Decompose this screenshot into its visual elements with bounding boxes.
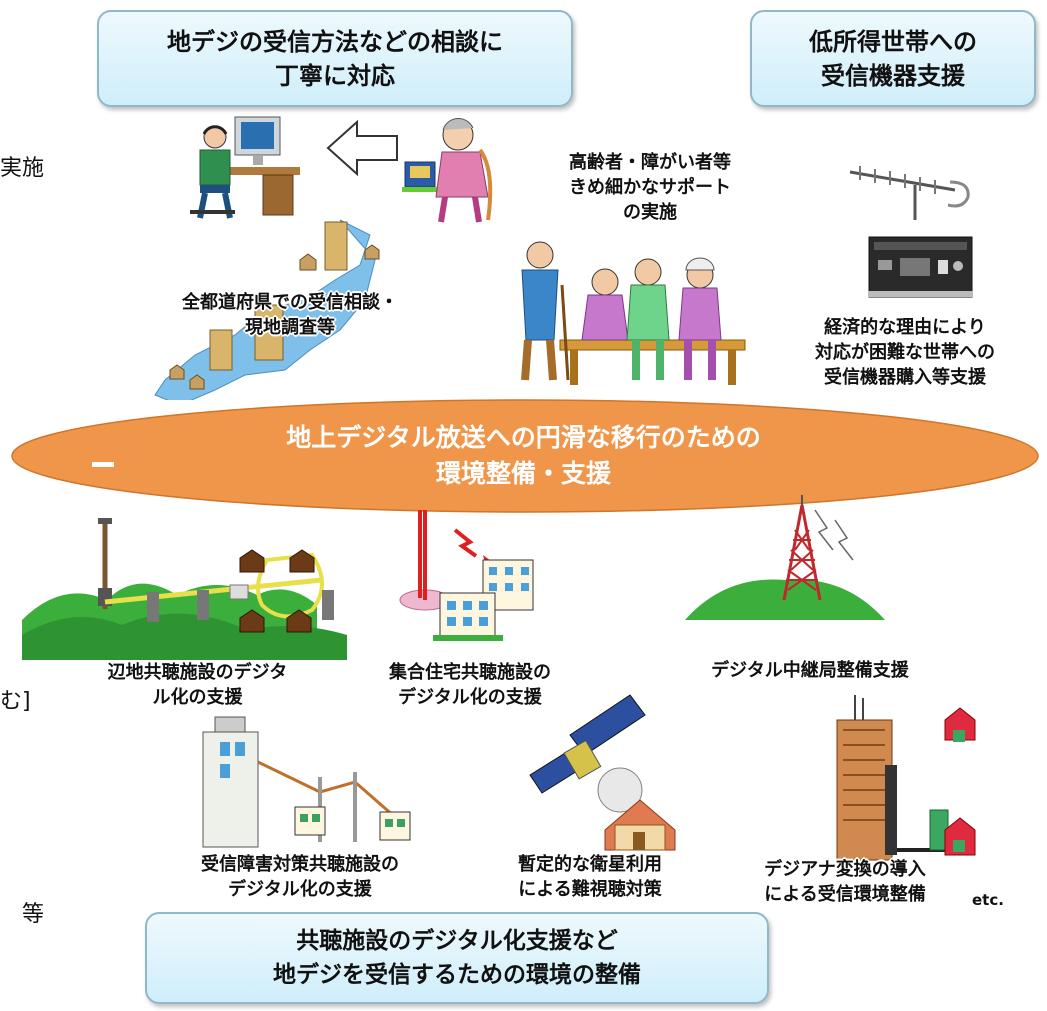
edge-fragment-top: 実施 [0,156,45,181]
interference-illustration [202,716,411,848]
edge-fragment-bottom: 等 [22,902,45,927]
antenna-illustration [849,166,970,220]
bottom-box-line2: 地デジを受信するための環境の整備 [273,962,641,988]
elderly-caller-illustration [402,118,493,223]
elderly-group-illustration [521,241,746,385]
center-ellipse [11,399,1039,513]
relay-station-illustration [685,495,885,620]
top-left-box: 地デジの受信方法などの相談に 丁寧に対応 [97,10,573,107]
center-ellipse-line2: 環境整備・支援 [435,459,611,488]
satellite-label: 暫定的な衛星利用 による難視聴対策 [518,854,662,900]
remote-area-illustration [22,518,347,660]
japan-map-illustration [154,219,380,400]
top-left-box-line1: 地デジの受信方法などの相談に [167,27,503,56]
digiana-illustration [836,695,976,861]
satellite-illustration [529,694,676,851]
interference-label: 受信障害対策共聴施設の デジタル化の支援 [201,854,399,900]
top-left-box-line2: 丁寧に対応 [275,61,395,90]
center-ellipse-text: 地上デジタル放送への円滑な移行のための 環境整備・支援 [0,420,1047,492]
prefecture-consult-label: 全都道府県での受信相談・ 現地調査等 [182,292,398,338]
apartment-label: 集合住宅共聴施設の デジタル化の支援 [389,662,551,708]
edge-fragment-middle: む] [0,689,31,714]
economic-support-label: 経済的な理由により 対応が困難な世帯への 受信機器購入等支援 [815,317,995,388]
center-ellipse-line1: 地上デジタル放送への円滑な移行のための [286,423,761,452]
remote-area-label: 辺地共聴施設のデジタ ル化の支援 [107,662,288,708]
relay-station-label: デジタル中継局整備支援 [711,660,909,681]
apartment-illustration [399,510,534,641]
elderly-support-label: 高齢者・障がい者等 きめ細かなサポート の実施 [569,152,731,223]
top-right-box-line2: 受信機器支援 [821,61,965,90]
bottom-box: 共聴施設のデジタル化支援など 地デジを受信するための環境の整備 [145,912,769,1004]
etc-label: etc. [972,891,1004,909]
bottom-box-line1: 共聴施設のデジタル化支援など [296,928,618,954]
top-right-box: 低所得世帯への 受信機器支援 [750,10,1036,107]
tuner-box-illustration [868,236,973,298]
left-arrow-icon [326,119,398,177]
call-center-operator-illustration [190,116,300,219]
top-right-box-line1: 低所得世帯への [809,27,977,56]
digiana-label: デジアナ変換の導入 による受信環境整備 [764,859,926,905]
